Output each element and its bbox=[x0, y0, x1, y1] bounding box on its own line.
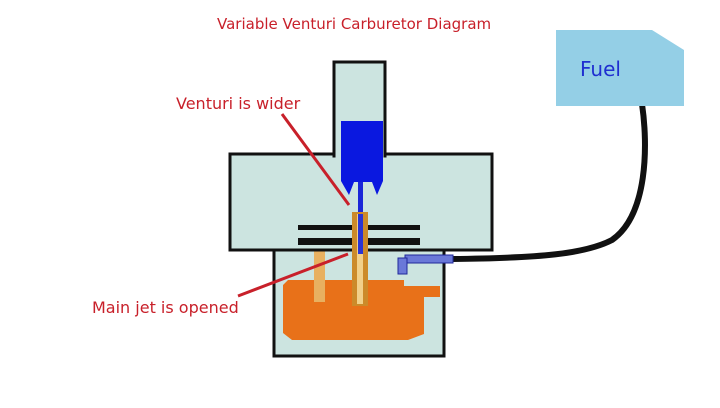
venturi-callout-line bbox=[280, 113, 351, 206]
diagram-title: Variable Venturi Carburetor Diagram bbox=[217, 15, 492, 33]
venturi-label: Venturi is wider bbox=[176, 94, 301, 113]
fuel-label: Fuel bbox=[580, 57, 621, 81]
fuel-tank bbox=[556, 30, 684, 106]
float-post bbox=[314, 238, 325, 302]
fuel-inlet bbox=[404, 254, 454, 264]
main-jet-callout-line bbox=[237, 252, 349, 298]
main-jet-label: Main jet is opened bbox=[92, 298, 239, 317]
piston bbox=[341, 121, 383, 195]
fuel-line bbox=[451, 103, 648, 262]
